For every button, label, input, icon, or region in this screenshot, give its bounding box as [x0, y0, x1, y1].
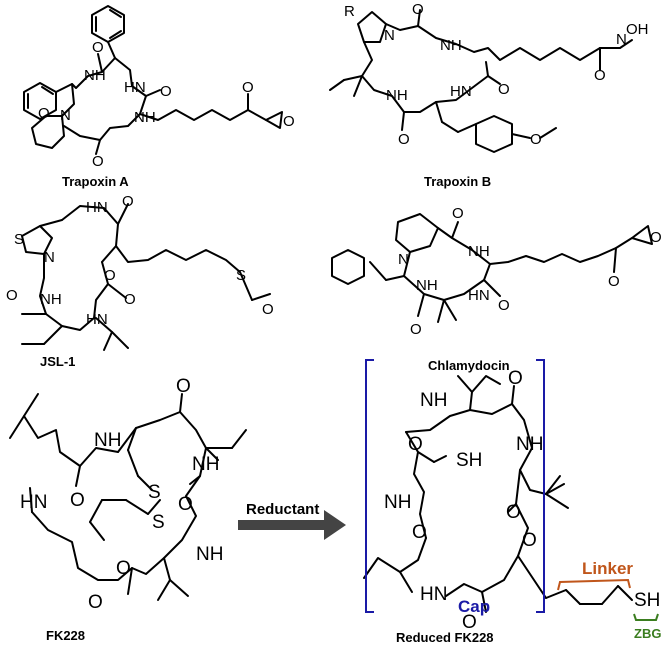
jsl1-caption: JSL-1 [40, 354, 75, 369]
atom-label: O [242, 79, 254, 96]
atom-label: O [6, 287, 18, 304]
trapoxin-b-caption: Trapoxin B [424, 174, 491, 189]
atom-label: HN [420, 584, 447, 605]
atom-label: O [594, 67, 606, 84]
atom-label: NH [516, 434, 543, 455]
trapoxin-b-structure [329, 9, 633, 153]
atom-label: O [262, 301, 274, 318]
atom-label: HN [20, 492, 47, 513]
atom-label: O [104, 267, 116, 284]
atom-label: HN [124, 79, 146, 96]
atom-label: NH [386, 87, 408, 104]
atom-label: O [70, 490, 85, 511]
atom-label: O [283, 113, 295, 130]
atom-label: O [508, 368, 523, 389]
reduced-fk228-structure [363, 375, 633, 613]
atom-label: NH [468, 243, 490, 260]
cap-bracket [365, 359, 545, 613]
atom-label: O [530, 131, 542, 148]
atom-label: N [616, 31, 627, 48]
fk228-caption: FK228 [46, 628, 85, 643]
atom-label: N [44, 249, 55, 266]
atom-label: HN [86, 199, 108, 216]
atom-label: O [398, 131, 410, 148]
atom-label: O [408, 434, 423, 455]
trapoxin-a-structure [23, 5, 283, 155]
zbg-bracket [633, 613, 659, 621]
atom-label: O [410, 321, 422, 338]
atom-label: SH [456, 450, 482, 471]
atom-label: NH [420, 390, 447, 411]
atom-label: NH [416, 277, 438, 294]
atom-label: O [452, 205, 464, 222]
atom-label: NH [384, 492, 411, 513]
atom-label: O [412, 522, 427, 543]
atom-label: O [506, 502, 521, 523]
atom-label: NH [134, 109, 156, 126]
atom-label: O [116, 558, 131, 579]
atom-label: O [462, 612, 477, 633]
jsl1-structure [21, 203, 271, 351]
cap-label: Cap [458, 597, 490, 616]
atom-label: NH [84, 67, 106, 84]
atom-label: S [14, 231, 24, 248]
atom-label: O [176, 376, 191, 397]
atom-label: HN [450, 83, 472, 100]
atom-label: O [178, 494, 193, 515]
reagent-label: Reductant [246, 501, 319, 518]
atom-label: O [522, 530, 537, 551]
atom-label: HN [86, 311, 108, 328]
atom-label: O [650, 229, 662, 246]
atom-label: O [608, 273, 620, 290]
atom-label: SH [634, 590, 660, 611]
atom-label: S [152, 512, 165, 533]
atom-label: O [38, 105, 50, 122]
atom-label: OH [626, 21, 649, 38]
atom-label: O [122, 193, 134, 210]
atom-label: NH [196, 544, 223, 565]
linker-label: Linker [582, 559, 633, 578]
atom-label: S [148, 482, 161, 503]
atom-label: O [124, 291, 136, 308]
atom-label: N [384, 27, 395, 44]
atom-label: O [498, 297, 510, 314]
atom-label: O [88, 592, 103, 613]
atom-label: O [92, 39, 104, 56]
linker-bracket [557, 578, 631, 591]
atom-label: NH [192, 454, 219, 475]
atom-label: O [92, 153, 104, 170]
atom-label: NH [94, 430, 121, 451]
atom-label: NH [440, 37, 462, 54]
zbg-label: ZBG [634, 626, 661, 641]
atom-label: R [344, 3, 355, 20]
atom-label: O [412, 1, 424, 18]
reaction-arrow [238, 510, 346, 540]
atom-label: S [236, 267, 246, 284]
chlamydocin-caption: Chlamydocin [428, 358, 510, 373]
atom-label: N [60, 107, 71, 124]
atom-label: O [498, 81, 510, 98]
atom-label: O [160, 83, 172, 100]
fk228-structure [9, 393, 247, 601]
reduced-fk228-caption: Reduced FK228 [396, 630, 494, 645]
atom-label: HN [468, 287, 490, 304]
atom-label: NH [40, 291, 62, 308]
trapoxin-a-caption: Trapoxin A [62, 174, 129, 189]
atom-label: N [398, 251, 409, 268]
chlamydocin-structure [331, 213, 653, 323]
